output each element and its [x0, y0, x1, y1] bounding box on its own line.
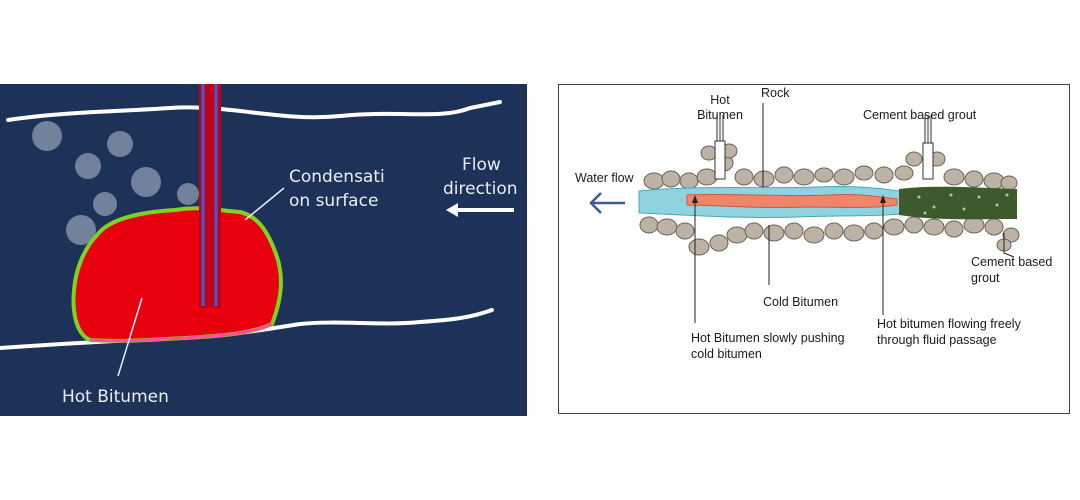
condensation-leader-line [244, 187, 285, 221]
left-diagram-panel: Condensati on surface Flow direction Hot… [0, 84, 527, 416]
hot-bitumen-label: Hot Bitumen [62, 387, 169, 407]
hot-bitumen-top-label-line2: Bitumen [697, 108, 743, 122]
hot-bitumen-leader-line [117, 297, 143, 377]
right-diagram-panel: Hot Bitumen Rock Cement based grout Wate… [558, 84, 1070, 414]
condensation-label-line2: on surface [289, 191, 379, 211]
hot-bitumen-channel [686, 193, 898, 209]
condensation-label-line1: Condensati [289, 167, 385, 187]
flow-label-line2: direction [443, 179, 518, 199]
cement-grout-right-label-line1: Cement based [971, 255, 1053, 269]
injection-pipe [199, 84, 221, 308]
left-diagram-graphic [0, 84, 514, 377]
cement-grout-right-label-line2: grout [971, 271, 1000, 285]
upper-crack-line [6, 100, 502, 122]
water-flow-label: Water flow [575, 171, 634, 185]
hot-pushing-label-line2: cold bitumen [691, 347, 762, 361]
hot-pushing-label-line1: Hot Bitumen slowly pushing [691, 331, 845, 345]
grout-specks [917, 193, 1009, 215]
leader-lines [694, 103, 1015, 323]
rock-fragments [639, 143, 1020, 256]
hot-flowing-label-line1: Hot bitumen flowing freely [877, 317, 1021, 331]
cement-grout-top-label: Cement based grout [863, 108, 977, 122]
injection-pipe-left [714, 115, 726, 180]
flow-label-line1: Flow [462, 155, 501, 175]
hot-bitumen-top-label-line1: Hot [710, 93, 730, 107]
right-diagram-graphic [589, 103, 1020, 323]
water-flow-arrow-icon [589, 192, 625, 214]
cold-bitumen-label: Cold Bitumen [763, 295, 839, 309]
hot-flowing-label-line2: through fluid passage [877, 333, 997, 347]
injection-pipe-right [922, 115, 934, 180]
vapor-bubbles [32, 121, 199, 245]
hot-bitumen-blob [71, 206, 283, 343]
grout-region [899, 186, 1017, 220]
leader-arrowheads [692, 195, 886, 203]
rock-label: Rock [761, 86, 790, 100]
hot-bitumen-rim [89, 322, 273, 343]
flow-arrow-icon [446, 203, 514, 217]
